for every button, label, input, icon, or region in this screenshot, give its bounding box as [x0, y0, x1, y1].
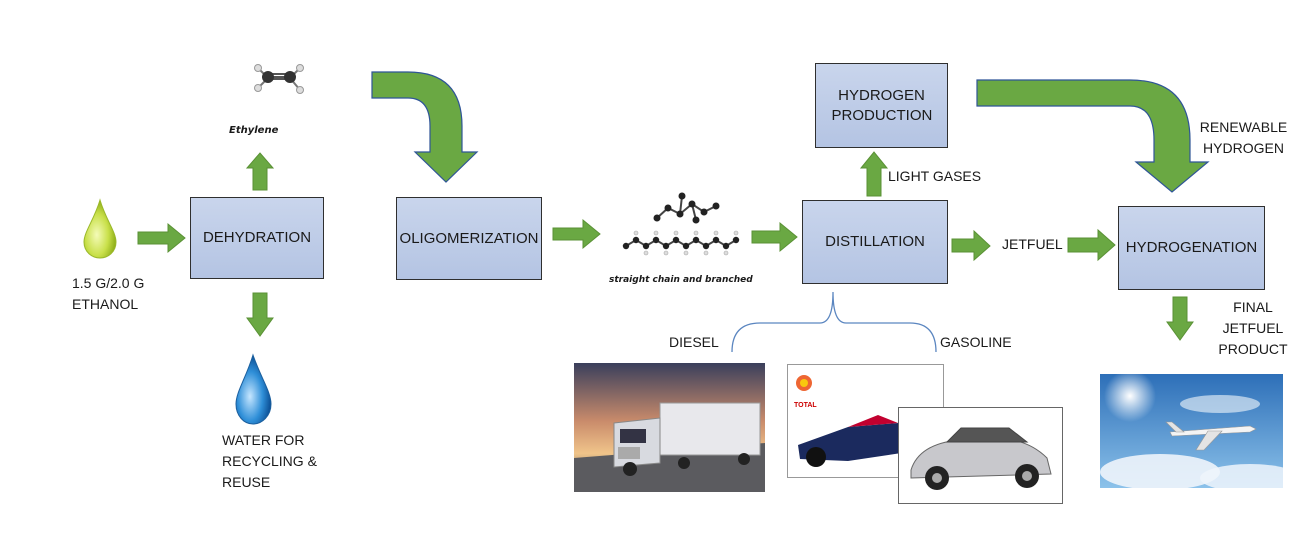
arrow-ethanol-to-dehydration [137, 222, 186, 254]
distillation-label: DISTILLATION [825, 233, 925, 250]
straight-chain-molecule-icon [622, 230, 740, 256]
diesel-label: DIESEL [669, 334, 719, 350]
sedan-image [898, 407, 1063, 504]
ethylene-label: Ethylene [229, 125, 279, 136]
arrow-dehydration-to-water [246, 292, 274, 337]
oligomerization-label: OLIGOMERIZATION [399, 229, 539, 247]
ethanol-label: 1.5 G/2.0 G ETHANOL [72, 275, 145, 312]
arrow-jetfuel-to-hydrogenation [1067, 228, 1116, 262]
hydrogenation-box: HYDROGENATION [1118, 206, 1265, 290]
hydrogen-production-box: HYDROGEN PRODUCTION [815, 63, 948, 148]
dehydration-box: DEHYDRATION [190, 197, 324, 279]
oligomerization-box: OLIGOMERIZATION [396, 197, 542, 280]
renewable-hydrogen-label: RENEWABLE HYDROGEN [1199, 119, 1288, 156]
chain-label: straight chain and branched [609, 275, 753, 285]
total-logo-text: TOTAL [794, 402, 817, 409]
hydrogenation-label: HYDROGENATION [1125, 239, 1258, 256]
dehydration-label: DEHYDRATION [202, 229, 312, 246]
water-label: WATER FOR RECYCLING & REUSE [222, 432, 317, 490]
arrow-dehydration-to-ethylene [245, 152, 275, 191]
light-gases-label: LIGHT GASES [888, 168, 982, 184]
arrow-distillation-to-jetfuel [951, 229, 991, 262]
arrow-ethylene-to-oligomerization [371, 71, 479, 183]
arrow-hydrogenation-to-final [1166, 296, 1194, 341]
final-product-label: FINAL JETFUEL PRODUCT [1218, 299, 1288, 357]
branched-molecule-icon [653, 192, 720, 224]
truck-image [574, 363, 765, 492]
arrow-oligomerization-to-chain [552, 218, 601, 250]
ethanol-drop-icon [83, 198, 117, 259]
distillation-bracket [731, 291, 937, 353]
arrow-renewable-hydrogen [976, 79, 1210, 193]
water-drop-icon [235, 353, 272, 425]
airplane-image [1100, 374, 1283, 488]
arrow-distillation-to-hydrogen [859, 151, 889, 197]
distillation-box: DISTILLATION [802, 200, 948, 284]
ethylene-molecule-icon [254, 64, 304, 94]
gasoline-label: GASOLINE [940, 334, 1012, 350]
hydrogen-production-label: HYDROGEN PRODUCTION [831, 86, 933, 124]
arrow-chain-to-distillation [751, 221, 798, 253]
jetfuel-label: JETFUEL [1002, 236, 1063, 252]
